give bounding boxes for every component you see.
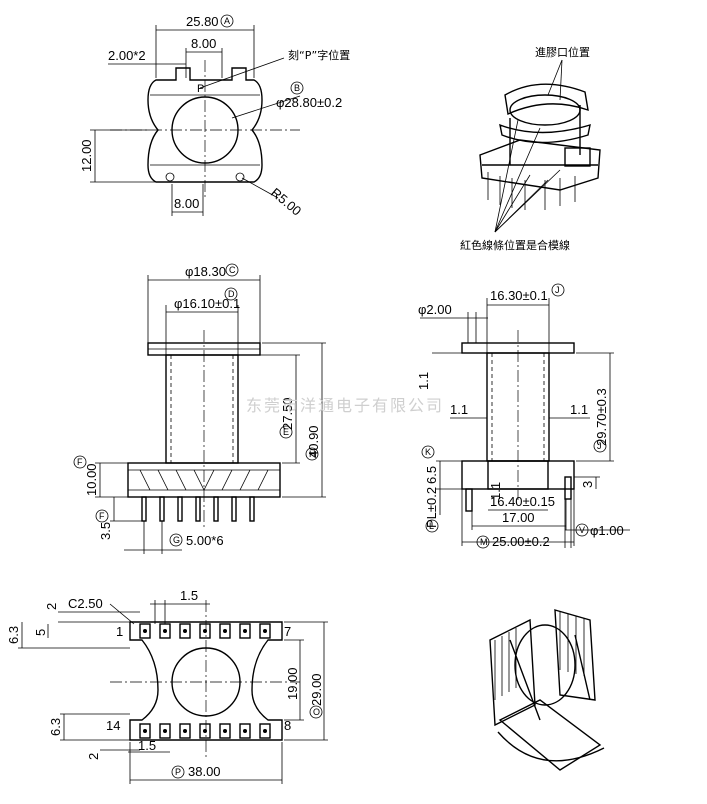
- side-core-mark: J: [555, 285, 560, 295]
- front-total-dim: 40.90: [306, 425, 321, 458]
- front-inner-dim: φ16.10±0.1: [174, 296, 240, 311]
- bottom-inner-h: 19.00: [285, 667, 300, 700]
- side-base-total-dim: 25.00±0.2: [492, 534, 550, 549]
- side-height-mark: J: [597, 441, 602, 451]
- bottom-top-pitch: 1.5: [180, 588, 198, 603]
- top-height-dim: 12.00: [79, 139, 94, 172]
- side-base-w-dim: 17.00: [502, 510, 535, 525]
- front-view: φ18.30 C φ16.10±0.1 D 27.50 E 40.90 H 10…: [73, 263, 326, 554]
- side-base-in-dim: 16.40±0.15: [490, 494, 555, 509]
- top-pitch-dim: 2.00*2: [108, 48, 146, 63]
- front-outer-mark: C: [229, 265, 236, 275]
- side-wall-top: 1.1: [416, 372, 431, 390]
- front-base-mark: F: [77, 457, 83, 467]
- side-base-h-mark: K: [425, 447, 431, 457]
- top-radius-dim: R5.00: [268, 185, 304, 219]
- top-slot-bottom-dim: 8.00: [174, 196, 199, 211]
- side-core-dim: 16.30±0.1: [490, 288, 548, 303]
- bottom-pin-8: 8: [284, 718, 291, 733]
- front-inner-mark: D: [228, 289, 235, 299]
- iso-view-top: 進膠口位置 紅色線條位置是合模線: [460, 45, 601, 252]
- front-winding-mark: E: [283, 427, 289, 437]
- side-pindia-dim: φ2.00: [418, 302, 452, 317]
- top-width-dim: 25.80: [186, 14, 219, 29]
- side-base-total-mark: M: [480, 537, 488, 547]
- side-pin-size-dim: φ1.00: [590, 523, 624, 538]
- front-pin-mark: F: [99, 511, 105, 521]
- top-slot-dim: 8.00: [191, 36, 216, 51]
- side-wall-left: 1.1: [450, 402, 468, 417]
- top-note-p: 刻“P”字位置: [288, 48, 350, 62]
- front-pin-dim: 3.5: [98, 522, 113, 540]
- front-total-mark: H: [309, 449, 316, 459]
- bottom-view: 1 7 14 8 2 C2.50 1.5 6.3 5 19.00 29.00 O: [6, 588, 328, 784]
- front-winding-dim: 27.50: [280, 397, 295, 430]
- bottom-row-h: 6.3: [6, 626, 21, 644]
- bottom-row-inner: 5: [33, 629, 48, 636]
- top-view: P 25.80 A 8.00 2.00*2 刻“P”字位置 φ28.80±0.2…: [79, 14, 350, 219]
- bottom-length-dim: 38.00: [188, 764, 221, 779]
- bottom-pin-14: 14: [106, 718, 120, 733]
- front-outer-dim: φ18.30: [185, 264, 226, 279]
- side-height-dim: 29.70±0.3: [594, 388, 609, 446]
- side-pl-dim: PL±0.2: [424, 487, 439, 528]
- bottom-top-gap: 2: [44, 603, 59, 610]
- side-wall-right: 1.1: [570, 402, 588, 417]
- iso-note-parting: 紅色線條位置是合模線: [460, 238, 570, 252]
- watermark: 东莞市洋通电子有限公司: [246, 396, 444, 415]
- iso-note-gate: 進膠口位置: [535, 45, 590, 59]
- iso-view-bottom: [489, 609, 605, 771]
- side-wall-bottom: 1.1: [488, 482, 503, 500]
- bottom-chamfer: C2.50: [68, 596, 103, 611]
- top-diameter-mark: B: [294, 83, 300, 93]
- side-view: φ2.00 16.30±0.1 J 1.1 1.1 1.1 29.70±0.3 …: [416, 283, 630, 549]
- bottom-length-mark: P: [175, 767, 181, 777]
- side-pin-size-mark: V: [579, 525, 585, 535]
- side-pl-mark: L: [429, 521, 434, 531]
- side-step-dim: 3: [580, 481, 595, 488]
- bottom-row-h2: 6.3: [48, 718, 63, 736]
- front-pitch-dim: 5.00*6: [186, 533, 224, 548]
- bottom-pin-7: 7: [284, 624, 291, 639]
- bottom-bottom-gap: 2: [86, 753, 101, 760]
- bottom-bottom-pitch: 1.5: [138, 738, 156, 753]
- front-pitch-mark: G: [173, 535, 180, 545]
- top-width-mark: A: [224, 16, 230, 26]
- bottom-pin-1: 1: [116, 624, 123, 639]
- bottom-outer-h-mark: O: [313, 707, 320, 717]
- top-diameter-dim: φ28.80±0.2: [276, 95, 342, 110]
- front-base-dim: 10.00: [84, 463, 99, 496]
- side-base-h-dim: 6.5: [424, 466, 439, 484]
- svg-text:P: P: [197, 83, 204, 95]
- bottom-outer-h: 29.00: [309, 673, 324, 706]
